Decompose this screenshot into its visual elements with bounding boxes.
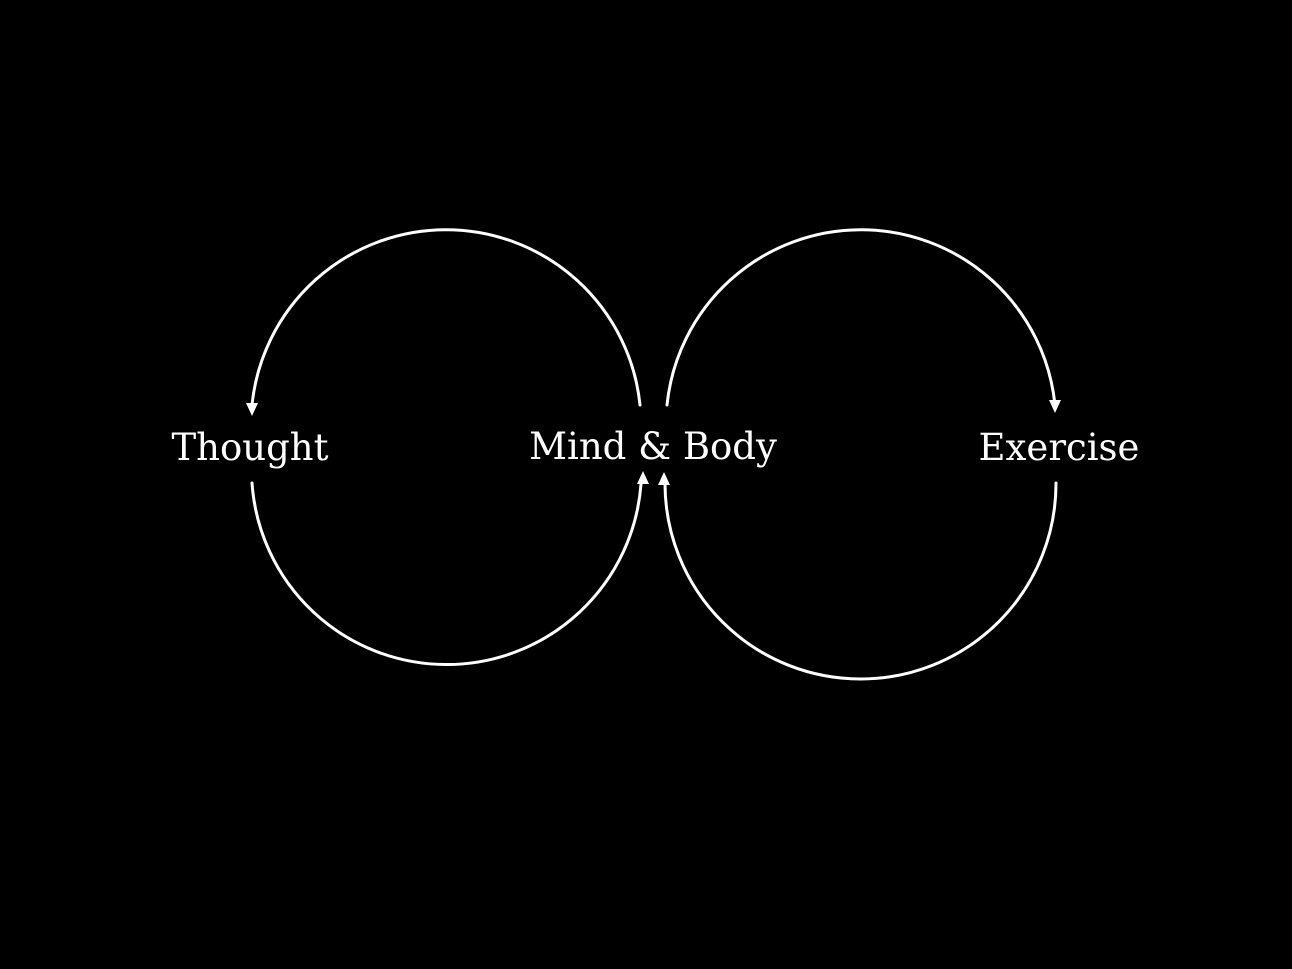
arrow-to-exercise-icon — [1049, 400, 1061, 413]
left-loop-top-arc — [250, 228, 642, 407]
node-mind-body: Mind & Body — [529, 425, 777, 468]
arrow-to-thought-icon — [246, 403, 258, 416]
node-thought: Thought — [172, 426, 329, 469]
arrow-into-mind-body-right-icon — [658, 472, 670, 485]
right-loop-bottom-arc — [663, 481, 1058, 681]
right-loop-top-arc — [665, 228, 1057, 407]
node-exercise: Exercise — [979, 426, 1140, 469]
left-loop-bottom-arc — [250, 481, 643, 666]
arrow-into-mind-body-left-icon — [637, 471, 649, 484]
